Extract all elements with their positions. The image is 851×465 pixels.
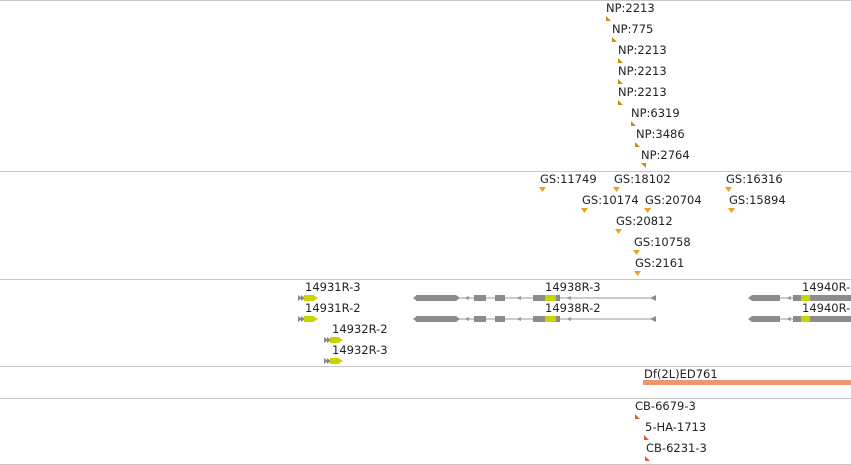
np-feature-label[interactable]: NP:2213 [606,1,655,15]
transcript-model-14932R-3 [324,358,343,364]
insertion-marker [645,456,650,461]
np-feature-marker [618,100,623,105]
gs-feature-marker [728,208,735,213]
gs-feature-label[interactable]: GS:18102 [614,172,671,186]
gs-feature-marker [633,250,640,255]
transcript-label[interactable]: 14938R-3 [545,280,601,294]
gs-feature-marker [539,187,546,192]
gs-feature-label[interactable]: GS:10174 [582,193,639,207]
gs-feature-label[interactable]: GS:16316 [726,172,783,186]
gs-feature-label[interactable]: GS:15894 [729,193,786,207]
transcript-label[interactable]: 14931R-2 [305,301,361,315]
transcript-model-14932R-2 [324,337,343,343]
insertion-label[interactable]: CB-6231-3 [646,441,707,455]
transcript-model-14938R-2 [413,316,656,322]
gs-feature-label[interactable]: GS:20704 [645,193,702,207]
np-feature-label[interactable]: NP:2213 [618,43,667,57]
transcript-label[interactable]: 14940R- [802,280,851,294]
np-feature-marker [618,79,623,84]
transcript-model-14940R-b [748,316,851,322]
transcript-label[interactable]: 14938R-2 [545,301,601,315]
gs-feature-label[interactable]: GS:11749 [540,172,597,186]
gs-feature-label[interactable]: GS:20812 [616,214,673,228]
gs-feature-label[interactable]: GS:10758 [634,235,691,249]
np-feature-label[interactable]: NP:2764 [641,148,690,162]
gs-feature-marker [581,208,588,213]
np-feature-marker [612,37,617,42]
transcript-model-14931R-2 [298,316,318,322]
deficiency-bar[interactable] [643,380,851,385]
transcript-model-14938R-3 [413,295,656,301]
np-feature-label[interactable]: NP:3486 [636,127,685,141]
insertion-marker [644,435,649,440]
np-feature-label[interactable]: NP:775 [612,22,654,36]
np-feature-marker [641,163,646,168]
np-feature-label[interactable]: NP:2213 [618,85,667,99]
gs-feature-marker [644,208,651,213]
insertion-label[interactable]: 5-HA-1713 [645,420,707,434]
track-separator [0,0,851,1]
np-feature-marker [606,16,611,21]
track-separator [0,171,851,172]
np-feature-marker [635,142,640,147]
insertion-marker [635,414,640,419]
transcript-label[interactable]: 14932R-2 [332,322,388,336]
insertion-label[interactable]: CB-6679-3 [635,399,696,413]
track-separator [0,279,851,280]
track-separator [0,398,851,399]
np-feature-label[interactable]: NP:6319 [631,106,680,120]
transcript-label[interactable]: 14931R-3 [305,280,361,294]
transcript-label[interactable]: 14932R-3 [332,343,388,357]
gs-feature-marker [725,187,732,192]
transcript-model-14931R-3 [298,295,318,301]
np-feature-label[interactable]: NP:2213 [618,64,667,78]
deficiency-label[interactable]: Df(2L)ED761 [644,367,718,381]
track-separator [0,366,851,367]
transcript-model-14940R-a [748,295,851,301]
gs-feature-marker [615,229,622,234]
gs-feature-label[interactable]: GS:2161 [635,256,685,270]
transcript-label[interactable]: 14940R- [802,301,851,315]
np-feature-marker [618,58,623,63]
np-feature-marker [631,121,636,126]
gs-feature-marker [613,187,620,192]
gs-feature-marker [634,271,641,276]
